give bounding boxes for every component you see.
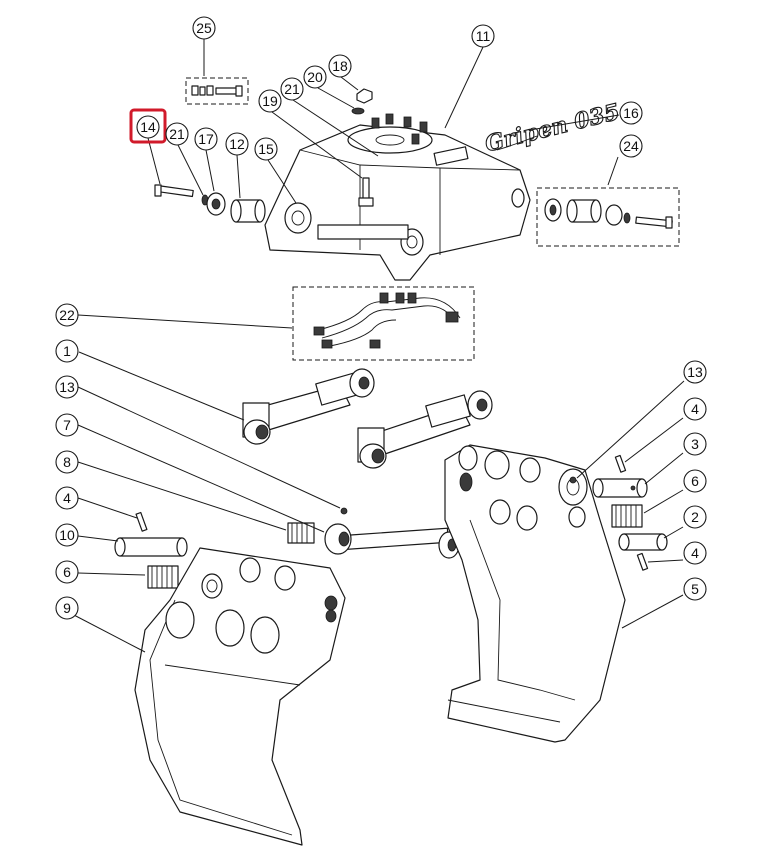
callout-19-label: 19 — [262, 93, 278, 109]
callout-14[interactable]: 14 — [136, 115, 160, 139]
leader-lines — [71, 39, 685, 653]
callout-21-top[interactable]: 21 — [280, 77, 304, 101]
pin-3 — [592, 478, 648, 498]
bushing-17 — [206, 192, 226, 216]
callout-2[interactable]: 2 — [683, 505, 707, 529]
callout-4-right-bottom-label: 4 — [691, 545, 699, 561]
logo-text: Gripen 035 — [482, 99, 622, 158]
callout-4-right-top-label: 4 — [691, 401, 699, 417]
callout-4-left[interactable]: 4 — [55, 486, 79, 510]
callout-18-label: 18 — [332, 58, 348, 74]
callout-13-right-label: 13 — [687, 364, 703, 380]
lock-pin-4-right-top — [614, 454, 627, 473]
callout-21-top-label: 21 — [284, 81, 300, 97]
callout-21-left[interactable]: 21 — [165, 122, 189, 146]
pin-14 — [154, 184, 194, 198]
link-rod-7 — [324, 523, 460, 559]
callout-9-label: 9 — [63, 600, 71, 616]
callout-17[interactable]: 17 — [194, 127, 218, 151]
callout-5-label: 5 — [691, 581, 699, 597]
callout-6-right[interactable]: 6 — [683, 469, 707, 493]
callout-19[interactable]: 19 — [258, 89, 282, 113]
kit-22-hose-set — [292, 286, 475, 361]
grease-nipple-13-left — [340, 507, 348, 515]
callout-1[interactable]: 1 — [55, 339, 79, 363]
callout-5[interactable]: 5 — [683, 577, 707, 601]
lock-pin-4-left — [135, 511, 148, 532]
callout-15[interactable]: 15 — [254, 137, 278, 161]
callout-25-label: 25 — [196, 20, 212, 36]
callout-13-left[interactable]: 13 — [55, 375, 79, 399]
bushing-6-right — [611, 504, 643, 528]
bushing-6-left — [147, 565, 179, 589]
callout-1-label: 1 — [63, 343, 71, 359]
callout-17-label: 17 — [198, 131, 214, 147]
callout-12-label: 12 — [229, 136, 245, 152]
callout-20[interactable]: 20 — [303, 65, 327, 89]
callout-13-left-label: 13 — [59, 379, 75, 395]
pin-2 — [618, 533, 668, 551]
grapple-jaw-9 — [134, 547, 346, 846]
callout-10[interactable]: 10 — [55, 523, 79, 547]
callout-24[interactable]: 24 — [619, 134, 643, 158]
callout-7[interactable]: 7 — [55, 413, 79, 437]
callout-16[interactable]: 16 — [619, 101, 643, 125]
grapple-jaw-5 — [444, 444, 626, 743]
callout-14-label: 14 — [140, 119, 156, 135]
callout-3[interactable]: 3 — [683, 432, 707, 456]
callout-8[interactable]: 8 — [55, 450, 79, 474]
cylinder-1-right — [357, 390, 493, 469]
callout-9[interactable]: 9 — [55, 596, 79, 620]
callout-6-left[interactable]: 6 — [55, 560, 79, 584]
callout-20-label: 20 — [307, 69, 323, 85]
pin-10 — [114, 537, 188, 557]
grease-nipple-13-right — [569, 476, 577, 484]
callout-16-label: 16 — [623, 105, 639, 121]
callout-10-label: 10 — [59, 527, 75, 543]
callout-3-label: 3 — [691, 436, 699, 452]
callout-12[interactable]: 12 — [225, 132, 249, 156]
callout-4-right-bottom[interactable]: 4 — [683, 541, 707, 565]
highlight-box-callout-14 — [129, 108, 167, 144]
link-frame-11 — [264, 113, 531, 281]
callout-6-right-label: 6 — [691, 473, 699, 489]
lock-pin-4-right-bottom — [636, 552, 649, 571]
callout-11[interactable]: 11 — [471, 24, 495, 48]
callout-8-label: 8 — [63, 454, 71, 470]
washer-20 — [351, 107, 365, 115]
kit-24-pin-set — [536, 187, 680, 247]
callout-25[interactable]: 25 — [192, 16, 216, 40]
callout-15-label: 15 — [258, 141, 274, 157]
callout-7-label: 7 — [63, 417, 71, 433]
bolt-19 — [358, 177, 374, 207]
callout-2-label: 2 — [691, 509, 699, 525]
callout-4-left-label: 4 — [63, 490, 71, 506]
logo-decal-16: Gripen 035 — [482, 98, 623, 158]
bushing-8 — [287, 522, 315, 544]
callout-21-left-label: 21 — [169, 126, 185, 142]
callout-22[interactable]: 22 — [55, 303, 79, 327]
cylinder-1-left — [242, 368, 375, 445]
callout-11-label: 11 — [476, 28, 491, 44]
nut-18 — [356, 88, 373, 104]
callout-24-label: 24 — [623, 138, 639, 154]
callout-13-right[interactable]: 13 — [683, 360, 707, 384]
bushing-12 — [230, 199, 266, 223]
kit-25-bolt-set — [185, 77, 249, 105]
callout-22-label: 22 — [59, 307, 75, 323]
callout-6-left-label: 6 — [63, 564, 71, 580]
callout-4-right-top[interactable]: 4 — [683, 397, 707, 421]
callout-18[interactable]: 18 — [328, 54, 352, 78]
